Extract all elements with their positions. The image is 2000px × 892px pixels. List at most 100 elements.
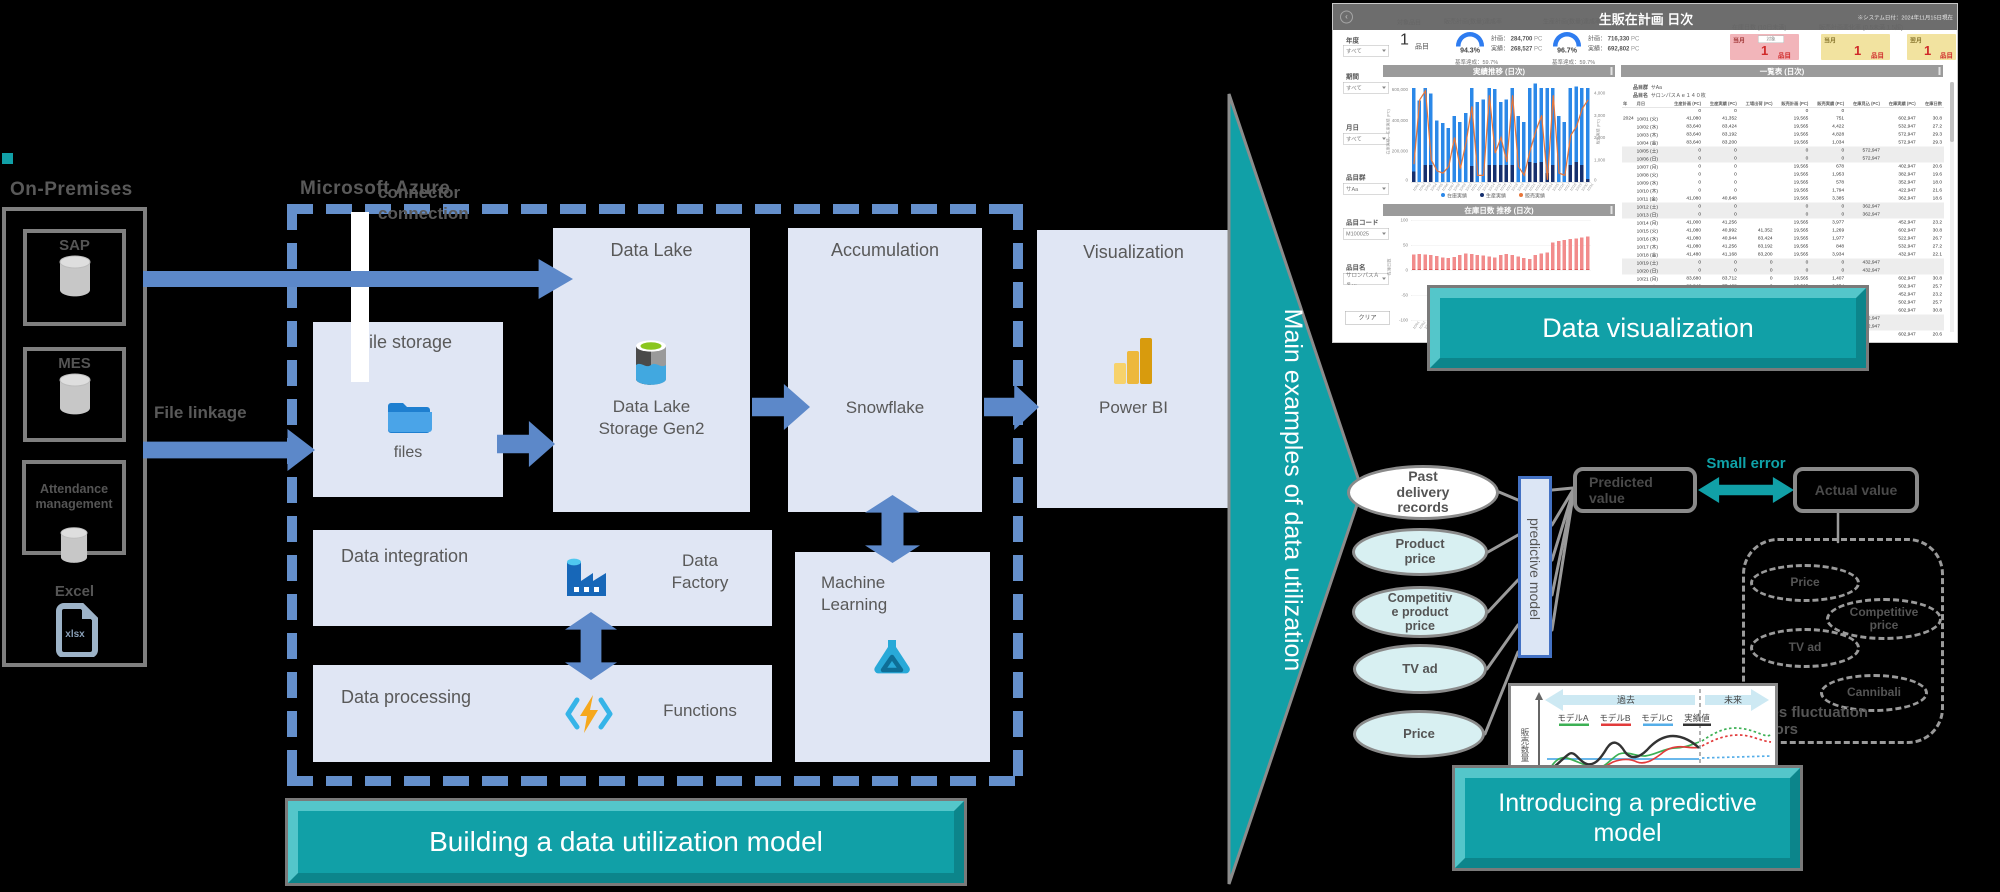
x-tick: 10/18 bbox=[1511, 182, 1520, 193]
gauge2 bbox=[1553, 32, 1581, 47]
x-tick: 10/08 bbox=[1453, 182, 1462, 193]
filter-label-nendo: 年度 bbox=[1346, 36, 1360, 45]
filter-label-hinmokugun: 品目群 bbox=[1346, 173, 1366, 182]
stock-bar bbox=[1585, 88, 1590, 182]
clear-button[interactable]: クリア bbox=[1345, 311, 1390, 325]
svg-text:xlsx: xlsx bbox=[65, 629, 85, 640]
svg-text:過去: 過去 bbox=[1617, 694, 1635, 705]
functions-label: Functions bbox=[663, 701, 737, 720]
file-storage-box: file storage files bbox=[313, 322, 503, 497]
gauge2-actual: 実績： 692,802 PC bbox=[1588, 45, 1640, 52]
stock-days-bar bbox=[1551, 242, 1555, 270]
sales-fluctuation-group bbox=[1742, 538, 1944, 744]
input-product-price: Product price bbox=[1352, 528, 1488, 576]
stock-days-bar bbox=[1411, 254, 1416, 270]
filter-dropdown-name[interactable]: サロンパスＡｅ… bbox=[1343, 272, 1389, 286]
filter-label-tsukihi: 月日 bbox=[1346, 123, 1360, 132]
connector-gap bbox=[351, 212, 369, 382]
azure-border-right bbox=[1013, 204, 1023, 786]
xlsx-file-icon: xlsx bbox=[54, 603, 98, 662]
filter-dropdown-kikan[interactable]: すべて bbox=[1343, 82, 1389, 94]
data-factory-label: Data Factory bbox=[671, 551, 729, 593]
chevron-down-icon bbox=[1382, 49, 1386, 52]
x-tick: 10/20 bbox=[1522, 182, 1531, 193]
data-visualization-banner: Data visualization bbox=[1427, 285, 1869, 371]
production-bar bbox=[1527, 162, 1532, 182]
x-tick: 10/14 bbox=[1488, 182, 1496, 193]
filter-dropdown-nendo[interactable]: すべて bbox=[1343, 45, 1389, 57]
building-banner: Building a data utilization model bbox=[285, 798, 967, 886]
azure-border-top bbox=[287, 204, 1023, 214]
x-tick: 10/21 bbox=[1528, 182, 1537, 193]
x-tick: 10/15 bbox=[1493, 182, 1502, 193]
x-tick: 10/23 bbox=[1540, 182, 1549, 193]
file-linkage-label: File linkage bbox=[154, 403, 247, 422]
stock-days-bar bbox=[1562, 240, 1567, 270]
power-bi-icon bbox=[1112, 336, 1156, 391]
arrow-accumulation-to-visualization bbox=[984, 384, 1039, 430]
stock-bar bbox=[1580, 88, 1584, 182]
stock-bar bbox=[1498, 102, 1503, 182]
back-icon[interactable]: ‹ bbox=[1340, 10, 1353, 24]
stock-days-bar bbox=[1493, 257, 1497, 270]
x-tick: 10/02 bbox=[1418, 320, 1427, 331]
system-sap-label: SAP bbox=[59, 237, 90, 254]
x-tick: 10/31 bbox=[1586, 182, 1595, 193]
table-scrollbar-thumb[interactable] bbox=[1950, 82, 1954, 142]
gauge1-label: 販売計画(数量)達成率 bbox=[1444, 18, 1502, 25]
stock-days-bar bbox=[1429, 255, 1433, 270]
stock-bar bbox=[1504, 99, 1509, 182]
x-tick: 10/22 bbox=[1534, 182, 1543, 193]
data-lake-storage-icon bbox=[631, 338, 671, 393]
production-bar bbox=[1493, 165, 1497, 182]
stock-bar bbox=[1522, 122, 1526, 182]
factor-tv-ad: TV ad bbox=[1750, 628, 1860, 668]
stock-days-label: 在庫日数 (10日未満) bbox=[1732, 24, 1787, 31]
onprem-title: On-Premises bbox=[10, 179, 133, 200]
stock-days-bar bbox=[1533, 255, 1538, 270]
filter-dropdown-tsukihi[interactable]: すべて bbox=[1343, 133, 1389, 145]
data-lake-title: Data Lake bbox=[610, 240, 693, 260]
filter-dropdown-hinmokugun[interactable]: サAa bbox=[1343, 183, 1389, 195]
stock-days-bar bbox=[1475, 255, 1480, 270]
input-past-delivery-records: Past delivery records bbox=[1347, 465, 1499, 520]
factor-cannibali: Cannibali bbox=[1820, 674, 1928, 712]
production-bar bbox=[1539, 162, 1543, 182]
excel-label: Excel bbox=[54, 583, 95, 600]
stock-days-bar bbox=[1452, 257, 1456, 270]
system-mes: MES bbox=[23, 347, 126, 442]
data-integration-title: Data integration bbox=[341, 546, 469, 566]
stock-bar bbox=[1551, 88, 1555, 182]
accumulation-box: Accumulation Snowflake bbox=[788, 228, 982, 512]
x-tick: 10/25 bbox=[1551, 182, 1560, 193]
machine-learning-box: Machine Learning bbox=[795, 552, 990, 762]
filter-label-code: 品目コード bbox=[1346, 218, 1379, 227]
gauge2-label: 生産計画(数量)達成率 bbox=[1543, 18, 1601, 25]
sales-line bbox=[1413, 89, 1589, 180]
stock-bar bbox=[1562, 122, 1567, 182]
svg-text:実績値: 実績値 bbox=[1684, 713, 1710, 723]
predictive-banner: Introducing a predictive model bbox=[1452, 765, 1803, 871]
stock-bar bbox=[1510, 88, 1514, 182]
snowflake-label: Snowflake bbox=[845, 398, 925, 417]
factor-price: Price bbox=[1750, 564, 1860, 602]
chart1-section-bar: 実績推移 (日次) bbox=[1383, 65, 1615, 77]
production-bar bbox=[1429, 165, 1433, 182]
filter-dropdown-code[interactable]: M100025 bbox=[1343, 228, 1389, 240]
stock-bar bbox=[1435, 120, 1439, 182]
machine-learning-icon bbox=[867, 636, 917, 689]
stock-bar bbox=[1429, 93, 1433, 182]
production-bar bbox=[1411, 171, 1416, 182]
data-visualization-banner-label: Data visualization bbox=[1542, 312, 1754, 343]
x-tick: 10/03 bbox=[1424, 182, 1432, 193]
stock-bar bbox=[1411, 88, 1416, 182]
production-bar bbox=[1510, 165, 1514, 182]
x-tick: 10/11 bbox=[1470, 183, 1479, 193]
